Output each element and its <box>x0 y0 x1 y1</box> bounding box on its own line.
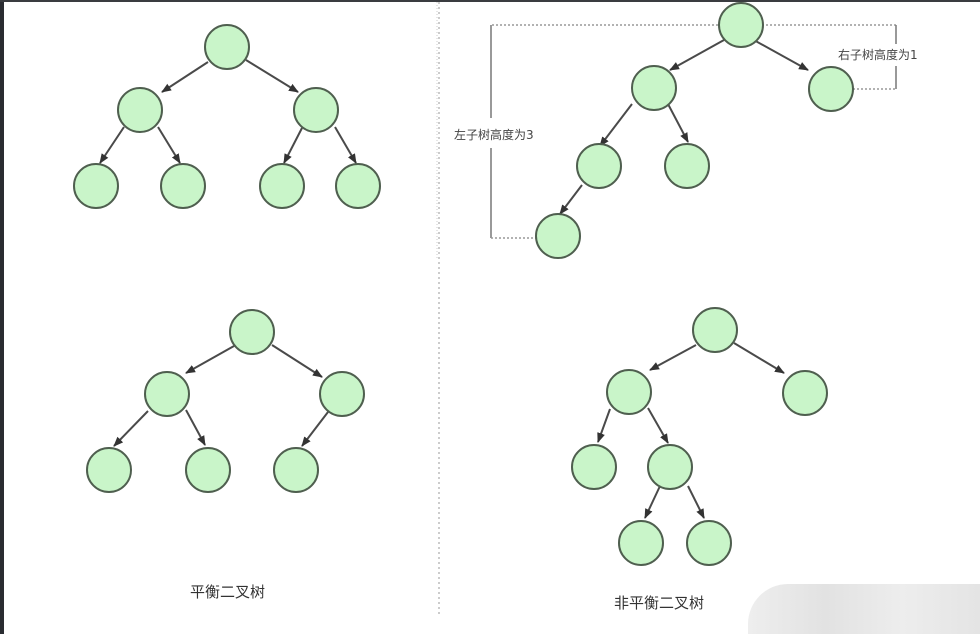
unbalanced-tree-1 <box>490 2 897 259</box>
balanced-tree-2 <box>86 309 365 493</box>
window-top-edge <box>0 0 980 2</box>
unbalanced-tree-2 <box>571 307 828 566</box>
watermark-blur <box>748 584 980 634</box>
right-subtree-height-label: 右子树高度为1 <box>838 48 918 62</box>
window-edge <box>0 0 4 634</box>
left-subtree-height-label: 左子树高度为3 <box>454 128 534 142</box>
unbalanced-caption: 非平衡二叉树 <box>614 594 705 612</box>
balanced-tree-1 <box>73 24 381 209</box>
balanced-caption: 平衡二叉树 <box>190 583 266 601</box>
